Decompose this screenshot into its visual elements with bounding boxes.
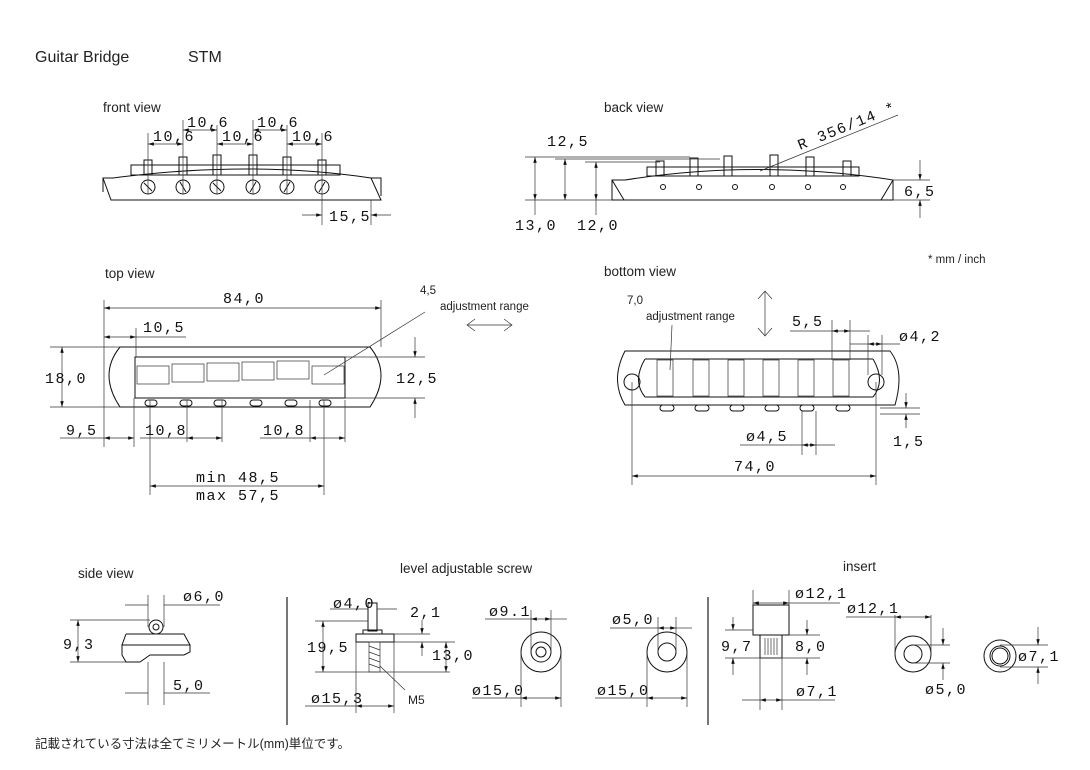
side-height: 9,3 <box>63 637 95 654</box>
top-view-label: top view <box>105 266 155 281</box>
insert-knurl-height: 8,0 <box>795 639 827 656</box>
fretboard-radius: R 356/14 * <box>796 100 900 155</box>
vertical-double-arrow-icon <box>757 290 773 337</box>
side-width: ø6,0 <box>183 589 225 606</box>
model-name: STM <box>188 49 222 66</box>
top-view: top view <box>45 266 529 505</box>
insert-bore-dia: ø5,0 <box>925 682 967 699</box>
top-width: 18,0 <box>45 371 87 388</box>
top-span-min: min 48,5 <box>196 470 280 487</box>
bottom-screw-dia: ø4,5 <box>746 429 788 446</box>
horizontal-double-arrow-icon <box>466 318 513 332</box>
top-length: 84,0 <box>223 291 265 308</box>
screw-thread-height: 13,0 <box>432 648 474 665</box>
top-spacing-left: 10,8 <box>145 423 187 440</box>
wheel-a-outer-dia: ø15,0 <box>472 683 525 700</box>
bottom-hole-spacing: 74,0 <box>734 459 776 476</box>
back-height-saddle: 12,5 <box>547 134 589 151</box>
top-adjust-value: 4,5 <box>420 285 436 297</box>
insert-shaft-dia: ø7,1 <box>796 684 838 701</box>
bottom-view: bottom view <box>604 264 941 485</box>
screw-thread: M5 <box>408 693 425 707</box>
front-spacing-5: 10,6 <box>292 129 334 146</box>
back-height-total: 13,0 <box>515 218 557 235</box>
front-spacing-1: 10,6 <box>153 129 195 146</box>
back-height-min: 12,0 <box>577 218 619 235</box>
top-span-max: max 57,5 <box>196 488 280 505</box>
saddle-row <box>130 154 341 176</box>
insert-top-dia: ø12,1 <box>847 601 900 618</box>
unit-note: * mm / inch <box>928 254 986 266</box>
bottom-adjust-value: 7,0 <box>627 295 643 307</box>
insert-label: insert <box>843 559 876 574</box>
front-view: front view <box>102 100 391 226</box>
back-view: back view 12,5 13,0 12,0 6,5 R 356/14 * <box>515 100 936 235</box>
top-adjust-label: adjustment range <box>440 301 529 313</box>
side-base: 5,0 <box>173 678 205 695</box>
side-view: side view ø6,0 9,3 5,0 <box>63 566 225 705</box>
top-inner-width: 12,5 <box>396 371 438 388</box>
screw-total-height: 19,5 <box>307 640 349 657</box>
screw-label: level adjustable screw <box>400 561 532 576</box>
screw-head-height: 2,1 <box>410 605 442 622</box>
insert-total-height: 9,7 <box>721 639 753 656</box>
top-offset-inner: 10,5 <box>143 320 185 337</box>
insert-bottom-dia: ø7,1 <box>1018 649 1060 666</box>
back-body-height: 6,5 <box>904 184 936 201</box>
back-view-label: back view <box>604 100 664 115</box>
screw-post-dia: ø4,0 <box>333 596 375 613</box>
height-screws <box>140 179 330 195</box>
bottom-hole-dia: ø4,2 <box>899 329 941 346</box>
front-spacing-3: 10,6 <box>222 129 264 146</box>
screw-wheel-dia: ø15,3 <box>311 691 364 708</box>
drawing-title: Guitar Bridge <box>35 49 129 66</box>
insert: insert ø12,1 9,7 8,0 ø7,1 <box>721 559 1060 710</box>
top-spacing-right: 10,8 <box>263 423 305 440</box>
bottom-adjust-label: adjustment range <box>646 311 735 323</box>
insert-head-dia: ø12,1 <box>795 586 848 603</box>
bottom-hole-offset: 5,5 <box>792 314 824 331</box>
side-view-label: side view <box>78 566 134 581</box>
front-spacing-4: 10,6 <box>257 115 299 132</box>
bottom-screw-protrusion: 1,5 <box>893 434 925 451</box>
front-spacing-2: 10,6 <box>187 115 229 132</box>
footnote: 記載されている寸法は全てミリメートル(mm)単位です。 <box>35 736 350 751</box>
wheel-b-inner-dia: ø5,0 <box>612 612 654 629</box>
level-adjustable-screw: level adjustable screw ø4,0 2,1 19,5 13,… <box>305 561 692 713</box>
wheel-b-outer-dia: ø15,0 <box>597 683 650 700</box>
front-end-offset: 15,5 <box>329 209 371 226</box>
front-view-label: front view <box>103 100 161 115</box>
bottom-view-label: bottom view <box>604 264 676 279</box>
wheel-a-inner-dia: ø9.1 <box>489 604 531 621</box>
top-end-offset: 9,5 <box>66 423 98 440</box>
